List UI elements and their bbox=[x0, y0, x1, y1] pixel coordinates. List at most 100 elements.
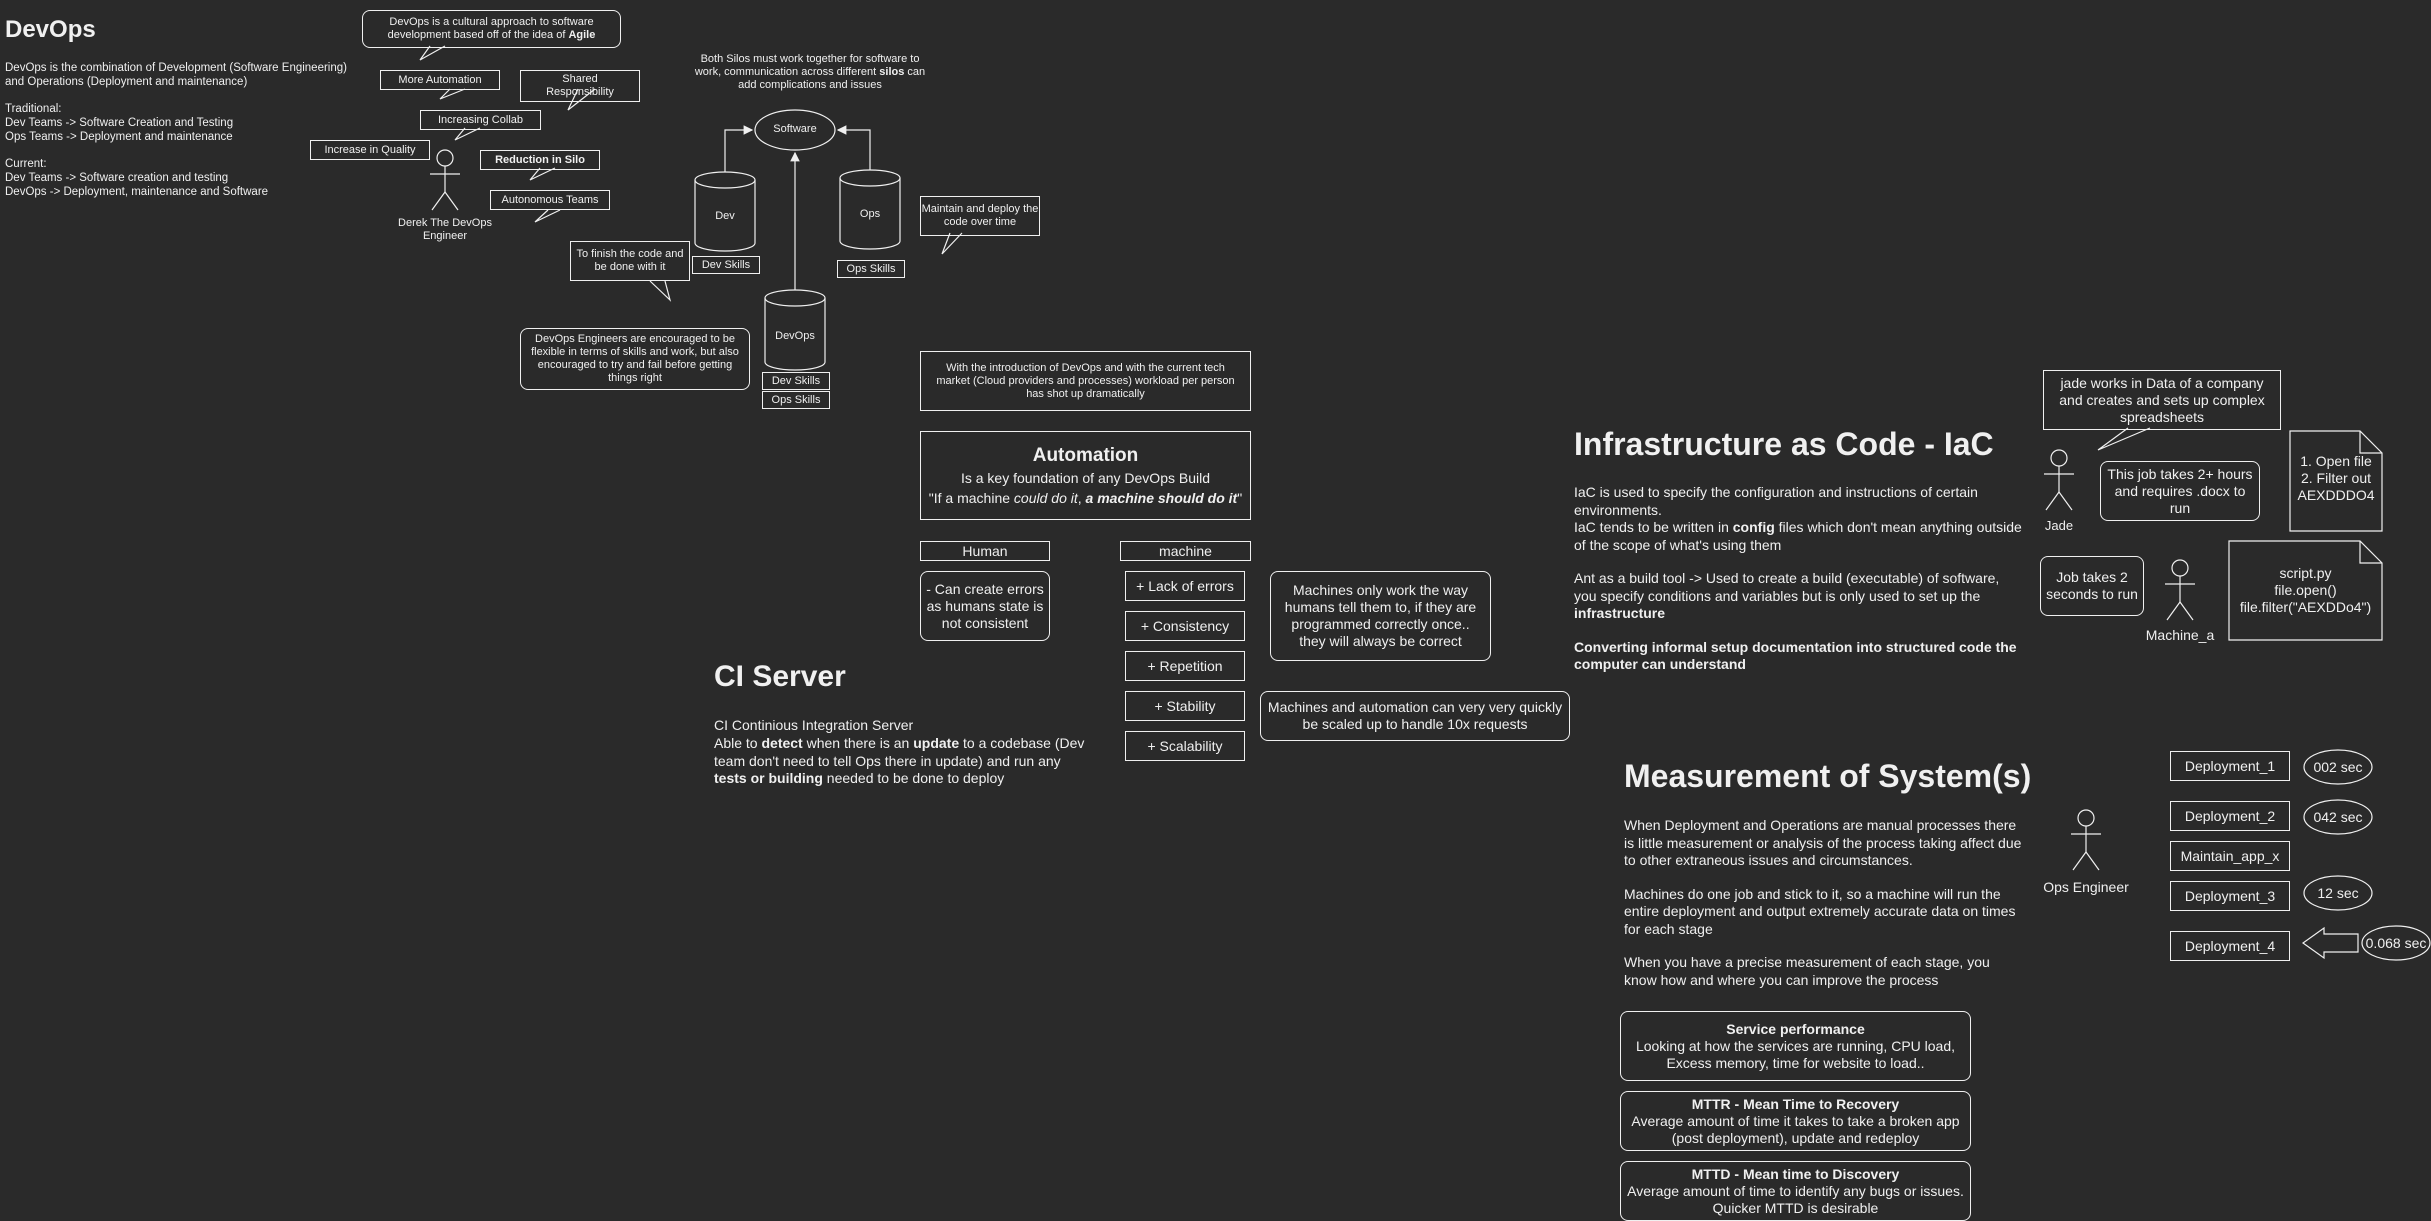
devops-intro: DevOps is the combination of Development… bbox=[5, 62, 347, 88]
manual-doc[interactable]: 1. Open file 2. Filter out AEXDDDO4 bbox=[2290, 453, 2382, 504]
ops-database[interactable]: Ops bbox=[859, 208, 881, 220]
ops-skills-tag[interactable]: Ops Skills bbox=[837, 260, 905, 278]
automation-subtitle: Is a key foundation of any DevOps Build bbox=[960, 469, 1211, 486]
iac-p2: IaC tends to be written in config files … bbox=[1574, 519, 2024, 554]
current-heading: Current: bbox=[5, 158, 47, 170]
time-3: 12 sec bbox=[2317, 885, 2359, 901]
iac-p3b: infrastructure bbox=[1574, 605, 1666, 621]
traditional-line-2: Ops Teams -> Deployment and maintenance bbox=[5, 131, 233, 143]
iac-p3a: Ant as a build tool -> Used to create a … bbox=[1574, 570, 2000, 604]
traditional-line-1: Dev Teams -> Software Creation and Testi… bbox=[5, 117, 234, 129]
increasing-collab-callout[interactable]: Increasing Collab bbox=[420, 110, 541, 130]
quote-part-2: could do it bbox=[1013, 489, 1078, 506]
silos-note-tail: can add complications and issues bbox=[738, 66, 926, 91]
machine-benefit-item[interactable]: + Scalability bbox=[1125, 731, 1245, 761]
increase-quality-callout[interactable]: Increase in Quality bbox=[310, 140, 430, 160]
dev-database[interactable]: Dev bbox=[715, 210, 735, 222]
automation-box[interactable]: Automation Is a key foundation of any De… bbox=[920, 431, 1251, 520]
iac-p4: Converting informal setup documentation … bbox=[1574, 638, 2017, 673]
agile-callout[interactable]: DevOps is a cultural approach to softwar… bbox=[362, 10, 621, 48]
time-4: 0.068 sec bbox=[2365, 935, 2427, 951]
deployment-4[interactable]: Deployment_4 bbox=[2170, 931, 2290, 961]
automation-intro-note[interactable]: With the introduction of DevOps and with… bbox=[920, 351, 1251, 411]
iac-title: Infrastructure as Code - IaC bbox=[1574, 426, 1994, 462]
ci-title: CI Server bbox=[714, 660, 846, 693]
dev-skills-tag[interactable]: Dev Skills bbox=[692, 256, 760, 274]
mttd-title: MTTD - Mean time to Discovery bbox=[1691, 1165, 1900, 1182]
machine-benefit-item[interactable]: + Consistency bbox=[1125, 611, 1245, 641]
devops-engineers-note[interactable]: DevOps Engineers are encouraged to be fl… bbox=[520, 328, 750, 390]
machine-benefit-item[interactable]: + Stability bbox=[1125, 691, 1245, 721]
reduction-silo-callout[interactable]: Reduction in Silo bbox=[480, 150, 600, 170]
sp-title: Service performance bbox=[1726, 1020, 1865, 1037]
mttr-title: MTTR - Mean Time to Recovery bbox=[1691, 1095, 1900, 1112]
ci-t1: Able to bbox=[714, 735, 762, 751]
machine-a-label: Machine_a bbox=[2145, 627, 2215, 643]
mttr-box[interactable]: MTTR - Mean Time to Recovery Average amo… bbox=[1620, 1091, 1971, 1151]
script-doc[interactable]: script.py file.open() file.filter("AEXDD… bbox=[2229, 565, 2382, 616]
doc1-line-3: AEXDDDO4 bbox=[2297, 487, 2375, 503]
autonomous-teams-callout[interactable]: Autonomous Teams bbox=[490, 190, 610, 210]
measure-body: When Deployment and Operations are manua… bbox=[1624, 817, 2024, 989]
agile-callout-text: DevOps is a cultural approach to softwar… bbox=[387, 16, 594, 41]
ci-b1: detect bbox=[761, 735, 803, 751]
ops-engineer-label: Ops Engineer bbox=[2043, 879, 2129, 895]
devops-dev-skills-tag[interactable]: Dev Skills bbox=[762, 372, 830, 390]
iac-body: IaC is used to specify the configuration… bbox=[1574, 484, 2024, 674]
jade-callout[interactable]: jade works in Data of a company and crea… bbox=[2043, 370, 2281, 430]
sp-body: Looking at how the services are running,… bbox=[1635, 1037, 1956, 1071]
measure-title: Measurement of System(s) bbox=[1624, 758, 2032, 794]
automation-quote: "If a machine could do it, a machine sho… bbox=[929, 488, 1242, 508]
current-line-2: DevOps -> Deployment, maintenance and So… bbox=[5, 186, 269, 198]
machines-work-note[interactable]: Machines only work the way humans tell t… bbox=[1270, 571, 1491, 661]
job-2sec-note[interactable]: Job takes 2 seconds to run bbox=[2040, 556, 2144, 616]
iac-p1: IaC is used to specify the configuration… bbox=[1574, 484, 1978, 518]
deployment-1[interactable]: Deployment_1 bbox=[2170, 751, 2290, 781]
measure-p3: When you have a precise measurement of e… bbox=[1624, 954, 1990, 988]
machine-benefit-item[interactable]: + Lack of errors bbox=[1125, 571, 1245, 601]
machine-header[interactable]: machine bbox=[1120, 541, 1251, 561]
automation-title: Automation bbox=[1032, 444, 1139, 466]
ci-description: Able to detect when there is an update t… bbox=[714, 735, 1094, 788]
ci-b2: update bbox=[913, 735, 960, 751]
iac-p2a: IaC tends to be written in bbox=[1574, 519, 1733, 535]
traditional-heading: Traditional: bbox=[5, 103, 62, 115]
shared-responsibility-callout[interactable]: Shared Responsibility bbox=[520, 70, 640, 102]
ci-t3: to a codebase (Dev team don't need to te… bbox=[714, 735, 1085, 769]
software-node[interactable]: Software bbox=[773, 123, 817, 135]
machines-scale-note[interactable]: Machines and automation can very very qu… bbox=[1260, 691, 1570, 741]
time-2: 042 sec bbox=[2313, 809, 2363, 825]
mttd-box[interactable]: MTTD - Mean time to Discovery Average am… bbox=[1620, 1161, 1971, 1221]
iac-p2b: config bbox=[1732, 519, 1775, 535]
human-header[interactable]: Human bbox=[920, 541, 1050, 561]
maintain-deploy-callout[interactable]: Maintain and deploy the code over time bbox=[920, 196, 1040, 236]
quote-part-5: " bbox=[1237, 489, 1243, 506]
more-automation-callout[interactable]: More Automation bbox=[380, 70, 500, 90]
jade-label: Jade bbox=[2044, 518, 2074, 533]
ci-b3: tests or building bbox=[714, 770, 823, 786]
finish-code-callout[interactable]: To finish the code and be done with it bbox=[570, 241, 690, 281]
deployment-3[interactable]: Deployment_3 bbox=[2170, 881, 2290, 911]
maintain-app[interactable]: Maintain_app_x bbox=[2170, 841, 2290, 871]
machine-benefit-item[interactable]: + Repetition bbox=[1125, 651, 1245, 681]
measure-p2: Machines do one job and stick to it, so … bbox=[1624, 885, 2016, 937]
silos-note: Both Silos must work together for softwa… bbox=[690, 53, 930, 92]
quote-part-3: , bbox=[1077, 489, 1086, 506]
iac-p3: Ant as a build tool -> Used to create a … bbox=[1574, 570, 2024, 623]
silos-note-text: Both Silos must work together for softwa… bbox=[694, 53, 920, 78]
quote-part-4: a machine should do it bbox=[1085, 489, 1238, 506]
deployment-2[interactable]: Deployment_2 bbox=[2170, 801, 2290, 831]
doc2-line-2: file.open() bbox=[2274, 582, 2337, 598]
service-performance-box[interactable]: Service performance Looking at how the s… bbox=[1620, 1011, 1971, 1081]
devops-database[interactable]: DevOps bbox=[775, 330, 815, 342]
mttr-body: Average amount of time it takes to take … bbox=[1631, 1112, 1960, 1146]
doc2-line-1: script.py bbox=[2279, 565, 2332, 581]
doc1-line-1: 1. Open file bbox=[2300, 453, 2372, 469]
callout-tail bbox=[419, 45, 446, 61]
job-hours-note[interactable]: This job takes 2+ hours and requires .do… bbox=[2100, 461, 2260, 521]
human-note[interactable]: - Can create errors as humans state is n… bbox=[920, 571, 1050, 641]
mttd-body: Average amount of time to identify any b… bbox=[1627, 1182, 1964, 1216]
time-1: 002 sec bbox=[2313, 759, 2363, 775]
ci-t2: when there is an bbox=[802, 735, 914, 751]
devops-ops-skills-tag[interactable]: Ops Skills bbox=[762, 391, 830, 409]
